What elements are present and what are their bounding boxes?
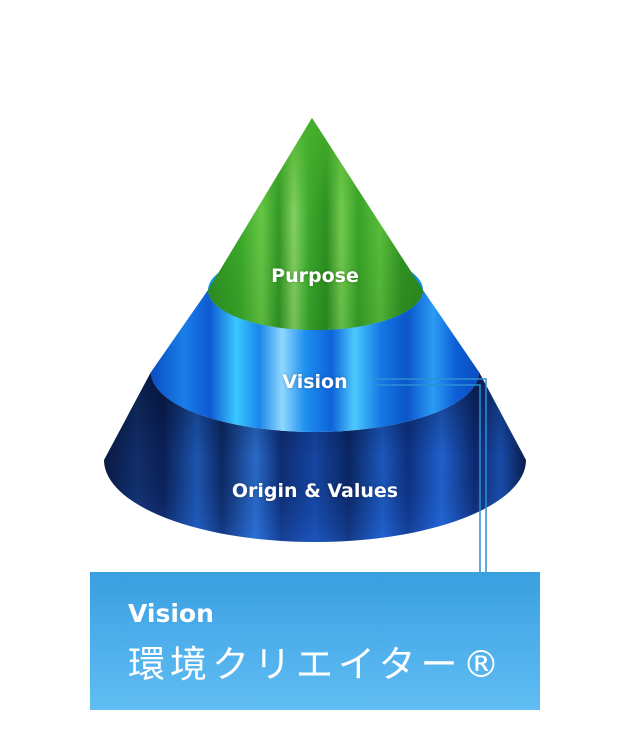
callout-text: 環境クリエイター® — [128, 643, 505, 686]
layer-label-purpose: Purpose — [271, 265, 359, 287]
layer-vision-body — [151, 290, 479, 432]
callout-title: Vision — [128, 599, 214, 628]
layer-purpose-shade — [208, 118, 423, 330]
connector-line-outer — [372, 378, 487, 572]
connector-line-inner — [372, 384, 481, 572]
layer-label-origin-values: Origin & Values — [231, 480, 399, 502]
vision-callout-box: Vision 環境クリエイター® — [90, 572, 540, 710]
callout-connector — [372, 378, 487, 572]
layer-label-vision: Vision — [282, 371, 348, 393]
layer-purpose — [208, 118, 423, 330]
layer-origin-shade — [104, 372, 526, 542]
layer-origin-values — [104, 372, 526, 542]
